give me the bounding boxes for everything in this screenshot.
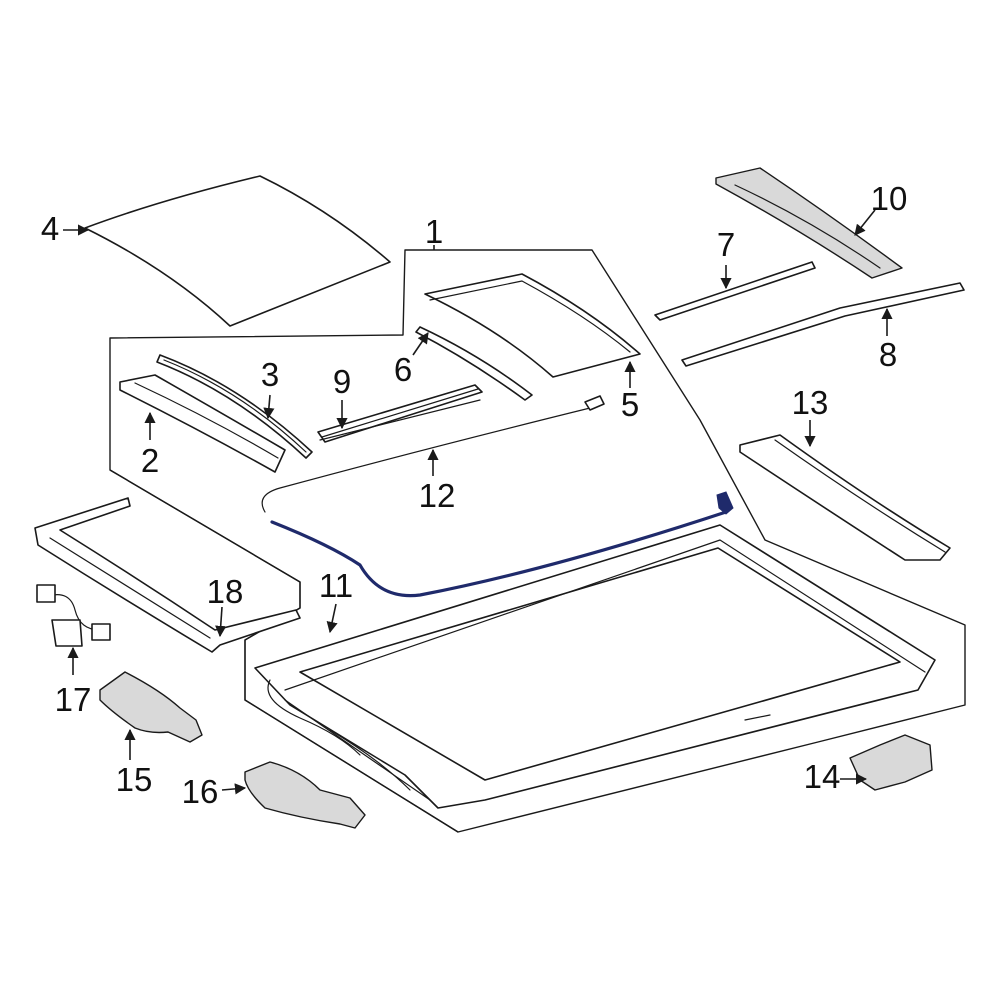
motor-part-16[interactable] — [244, 761, 366, 829]
sunshade-roll-line — [774, 439, 946, 553]
callout-16: 16 — [182, 773, 219, 810]
leader-11 — [326, 603, 338, 634]
frame-detail-3 — [744, 714, 771, 721]
callout-15: 15 — [116, 761, 153, 798]
harness-connector-a[interactable] — [36, 584, 56, 603]
callout-7: 7 — [717, 226, 735, 263]
strip-edge-line — [163, 359, 307, 453]
harness-connector-b[interactable] — [91, 623, 111, 641]
callout-17: 17 — [55, 681, 92, 718]
leader-16 — [221, 783, 247, 795]
deflector-edge-line — [134, 382, 279, 459]
leader-6 — [412, 332, 429, 356]
strip-part-3[interactable] — [156, 354, 313, 459]
sunshade-part-13[interactable] — [739, 434, 951, 561]
callout-3: 3 — [261, 356, 279, 393]
bracket-part-14[interactable] — [849, 734, 933, 791]
harness-connector-c[interactable] — [51, 619, 83, 647]
callout-9: 9 — [333, 363, 351, 400]
frame-detail-2 — [329, 729, 411, 791]
callout-12: 12 — [419, 477, 456, 514]
roof-panel-part-4[interactable] — [84, 175, 391, 327]
frame-18-edge — [49, 537, 211, 639]
trim-part-7[interactable] — [654, 261, 816, 321]
callout-11: 11 — [319, 567, 353, 604]
hose-connector-part-12[interactable] — [584, 395, 605, 411]
callout-2: 2 — [141, 442, 159, 479]
trim-part-8[interactable] — [681, 282, 965, 367]
leader-3 — [263, 394, 275, 420]
leader-18 — [215, 606, 227, 638]
highlighted-cable[interactable] — [270, 510, 728, 598]
rail-groove — [321, 388, 479, 438]
drain-hose-part-12[interactable] — [261, 407, 591, 513]
callout-5: 5 — [621, 386, 639, 423]
sunshade-frame-part-18[interactable] — [34, 497, 301, 653]
deflector-10-rib — [734, 184, 881, 269]
callout-18: 18 — [207, 573, 244, 610]
glass-panel-part-5[interactable] — [424, 273, 641, 378]
motor-part-15[interactable] — [99, 671, 203, 743]
seal-part-6[interactable] — [415, 326, 533, 401]
rail-lower-edge — [319, 399, 481, 441]
highlighted-cable-connector[interactable] — [716, 491, 734, 515]
glass-edge-line — [429, 280, 631, 353]
deflector-part-2[interactable] — [119, 374, 286, 473]
callout-4: 4 — [41, 210, 59, 247]
callout-6: 6 — [394, 351, 412, 388]
callout-8: 8 — [879, 336, 897, 373]
harness-part-17[interactable] — [47, 594, 101, 631]
callout-1: 1 — [425, 213, 443, 250]
frame-inner-edge — [284, 539, 926, 691]
leader-10 — [854, 209, 876, 236]
callout-10: 10 — [871, 180, 908, 217]
frame-front-edge — [284, 699, 431, 801]
frame-detail-1 — [267, 679, 361, 756]
callout-13: 13 — [792, 384, 829, 421]
callout-14: 14 — [804, 758, 841, 795]
